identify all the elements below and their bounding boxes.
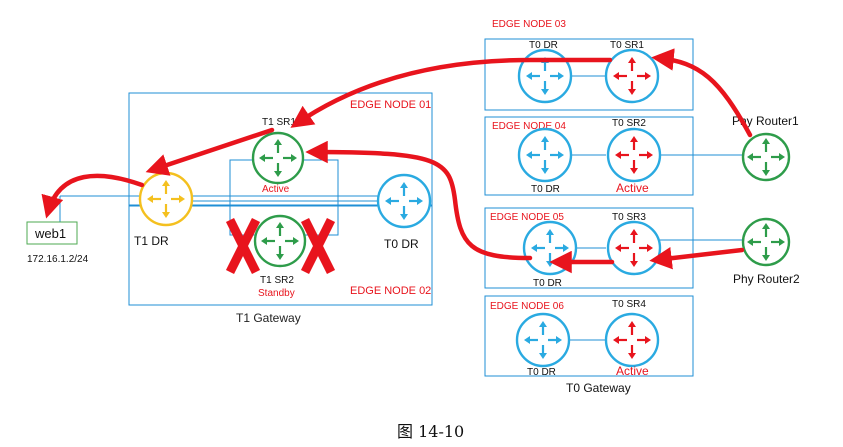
figure-caption: 图 14-10 <box>397 422 464 441</box>
t0-dr-router-icon-node03 <box>517 48 573 104</box>
failure-x-icon-left <box>225 217 261 275</box>
edge-node-04-label: EDGE NODE 04 <box>492 121 566 132</box>
t1-gateway: EDGE NODE 01 EDGE NODE 02 T1 Gateway T1 … <box>59 92 433 325</box>
t1-sr1-router-icon <box>251 131 305 185</box>
failure-x-icon-right <box>300 217 336 275</box>
t0-dr-router-icon-node05 <box>522 220 578 276</box>
t1-dr-label: T1 DR <box>134 234 169 248</box>
t1-sr2-state: Standby <box>258 288 295 299</box>
t1-dr-router-icon <box>138 171 194 227</box>
t0-sr3-router-icon <box>606 220 662 276</box>
t0-sr1-router-icon <box>604 48 660 104</box>
host-web1: web1 172.16.1.2/24 <box>26 221 89 265</box>
node04-sr-label: T0 SR2 <box>612 118 646 129</box>
flow-arrow-sr1-to-t1sr1 <box>290 57 613 128</box>
t0-sr2-router-icon <box>606 127 662 183</box>
edge-node-06-frame <box>484 295 694 377</box>
node03-dr-label: T0 DR <box>529 40 558 51</box>
node06-sr-label: T0 SR4 <box>612 299 646 310</box>
flow-arrow-t1sr1-to-t1dr <box>145 127 275 176</box>
t0-gateway: EDGE NODE 03 EDGE NODE 04 EDGE NODE 05 E… <box>484 19 742 395</box>
edge-node-04-frame <box>484 116 694 196</box>
edge-node-01-label: EDGE NODE 01 <box>350 99 431 111</box>
phy-router2-label: Phy Router2 <box>733 272 800 286</box>
flow-arrow-t1dr-to-web1 <box>41 173 145 219</box>
edge-node-03-label: EDGE NODE 03 <box>492 19 566 30</box>
edge-node-02-label: EDGE NODE 02 <box>350 285 431 297</box>
t1-sr1-label: T1 SR1 <box>262 117 296 128</box>
phy-router1-icon <box>741 132 791 182</box>
t1-sr1-state: Active <box>262 184 290 195</box>
node06-dr-label: T0 DR <box>527 367 556 378</box>
edge-node-03-frame <box>484 38 694 111</box>
node05-dr-label: T0 DR <box>533 278 562 289</box>
edge-node-01-frame <box>128 92 433 207</box>
t0-gateway-title: T0 Gateway <box>566 381 631 395</box>
flow-arrow-phy2-to-sr3 <box>649 247 745 270</box>
web1-box <box>26 221 78 245</box>
node03-sr-label: T0 SR1 <box>610 40 644 51</box>
flow-arrow-dr05-to-t1sr1 <box>305 140 533 261</box>
t0-dr-router-icon-node04 <box>517 127 573 183</box>
node05-sr-label: T0 SR3 <box>612 212 646 223</box>
t1-sr2-label: T1 SR2 <box>260 275 294 286</box>
node06-state: Active <box>616 364 649 378</box>
traffic-flow <box>41 48 753 274</box>
flow-arrow-phy1-to-sr1 <box>651 48 753 138</box>
phy-router2-icon <box>741 217 791 267</box>
t0-dr-label-t1: T0 DR <box>384 237 419 251</box>
t0-sr4-router-icon <box>604 312 660 368</box>
t0-dr-router-icon-node06 <box>515 312 571 368</box>
node04-state: Active <box>616 181 649 195</box>
node04-dr-label: T0 DR <box>531 184 560 195</box>
t1-sr2-router-icon <box>253 214 307 268</box>
phy-routers: Phy Router1 Phy Router2 <box>732 114 800 286</box>
web1-ip: 172.16.1.2/24 <box>27 254 89 265</box>
edge-node-05-label: EDGE NODE 05 <box>490 212 564 223</box>
t0-dr-router-icon-t1 <box>376 173 432 229</box>
edge-node-05-frame <box>484 207 694 289</box>
t1-gateway-title: T1 Gateway <box>236 311 301 325</box>
phy-router1-label: Phy Router1 <box>732 114 799 128</box>
edge-node-02-frame <box>128 204 433 306</box>
web1-name: web1 <box>34 226 66 241</box>
edge-node-06-label: EDGE NODE 06 <box>490 301 564 312</box>
